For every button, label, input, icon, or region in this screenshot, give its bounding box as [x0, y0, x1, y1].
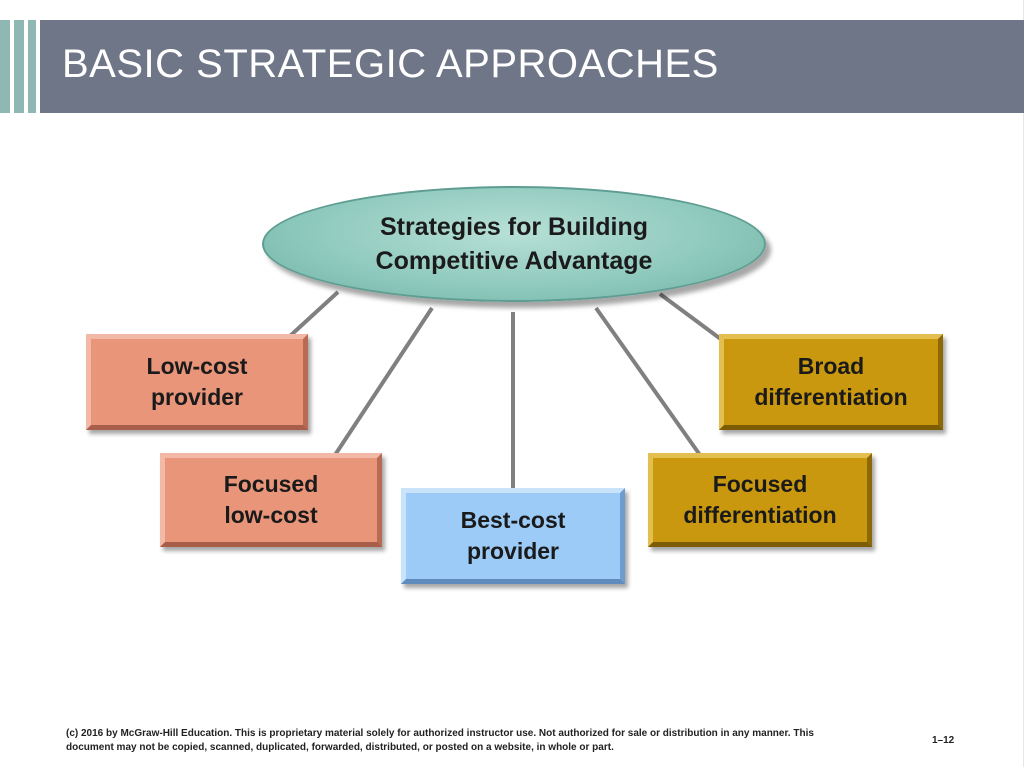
connector-focused-differentiation [594, 306, 702, 457]
connector-focused-low-cost [333, 306, 434, 457]
title-accent-stripe [28, 20, 36, 113]
title-bar: BASIC STRATEGIC APPROACHES [40, 20, 1024, 113]
copyright-footer: (c) 2016 by McGraw-Hill Education. This … [66, 728, 814, 753]
node-focused-differentiation: Focused differentiation [648, 453, 872, 547]
title-accent-stripe [14, 20, 24, 113]
connector-broad-differentiation [658, 292, 724, 342]
title-accent-stripe [0, 20, 10, 113]
center-node: Strategies for Building Competitive Adva… [262, 186, 766, 302]
page-number: 1–12 [932, 735, 955, 746]
slide-title: BASIC STRATEGIC APPROACHES [62, 42, 719, 86]
node-broad-differentiation: Broad differentiation [719, 334, 943, 430]
connector-low-cost-provider [288, 290, 340, 338]
node-focused-low-cost: Focused low-cost [160, 453, 382, 547]
node-low-cost-provider: Low-cost provider [86, 334, 308, 430]
node-best-cost-provider: Best-cost provider [401, 488, 625, 584]
center-node-label: Strategies for Building Competitive Adva… [375, 213, 653, 275]
